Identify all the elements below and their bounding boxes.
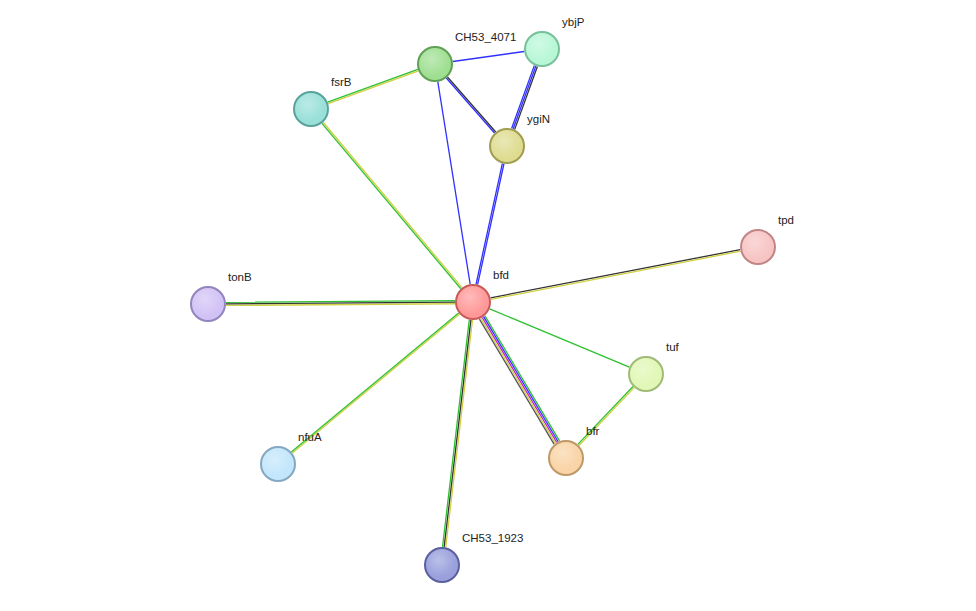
evidence-line <box>491 250 741 298</box>
protein-node: tpd <box>740 229 776 265</box>
evidence-line <box>444 320 471 547</box>
evidence-line <box>478 164 504 285</box>
protein-label: ybjP <box>562 16 584 28</box>
evidence-line <box>328 71 418 104</box>
protein-node: CH53_1923 <box>424 547 460 583</box>
evidence-line <box>438 82 470 284</box>
interaction-edge <box>226 301 455 306</box>
evidence-line <box>446 320 473 547</box>
interaction-edge <box>291 313 459 453</box>
protein-node: ygiN <box>489 128 525 164</box>
evidence-line <box>291 313 458 452</box>
evidence-line <box>485 316 560 441</box>
protein-label: tpd <box>778 214 794 226</box>
evidence-line <box>292 314 459 453</box>
protein-label: tonB <box>228 271 252 283</box>
evidence-line <box>579 388 634 446</box>
interaction-edge <box>443 320 473 548</box>
evidence-line <box>453 51 524 61</box>
evidence-line <box>323 122 462 287</box>
evidence-line <box>479 319 554 444</box>
interaction-edge <box>476 163 504 284</box>
protein-node: tuf <box>628 356 664 392</box>
evidence-line <box>322 123 461 288</box>
evidence-line <box>484 317 559 442</box>
protein-label: CH53_4071 <box>455 31 516 43</box>
evidence-line <box>482 317 557 442</box>
protein-label: nfuA <box>298 431 322 443</box>
protein-node: CH53_4071 <box>417 46 453 82</box>
evidence-line <box>328 69 418 102</box>
interaction-edge <box>328 69 419 103</box>
protein-label: fsrB <box>331 76 351 88</box>
interaction-edge <box>491 250 741 300</box>
protein-node: tonB <box>190 286 226 322</box>
protein-node: nfuA <box>260 446 296 482</box>
evidence-line <box>481 318 556 443</box>
interaction-edge <box>453 51 524 61</box>
protein-node: bfr <box>548 440 584 476</box>
evidence-line <box>476 163 502 284</box>
protein-node: ybjP <box>524 31 560 67</box>
evidence-line <box>447 77 495 132</box>
interaction-edge <box>578 386 634 445</box>
protein-label: ygiN <box>527 113 550 125</box>
evidence-line <box>446 78 494 133</box>
evidence-line <box>226 301 455 303</box>
interaction-edge <box>322 122 462 288</box>
interaction-edge <box>446 77 495 133</box>
interaction-edge <box>438 82 470 284</box>
evidence-line <box>443 320 470 547</box>
protein-label: tuf <box>666 341 679 353</box>
protein-label: bfd <box>493 269 509 281</box>
protein-node: fsrB <box>293 91 329 127</box>
interaction-edge <box>479 316 559 444</box>
evidence-line <box>578 386 633 444</box>
protein-label: CH53_1923 <box>462 532 523 544</box>
protein-label: bfr <box>586 425 599 437</box>
evidence-line <box>491 251 741 299</box>
protein-node: bfd <box>455 284 491 320</box>
